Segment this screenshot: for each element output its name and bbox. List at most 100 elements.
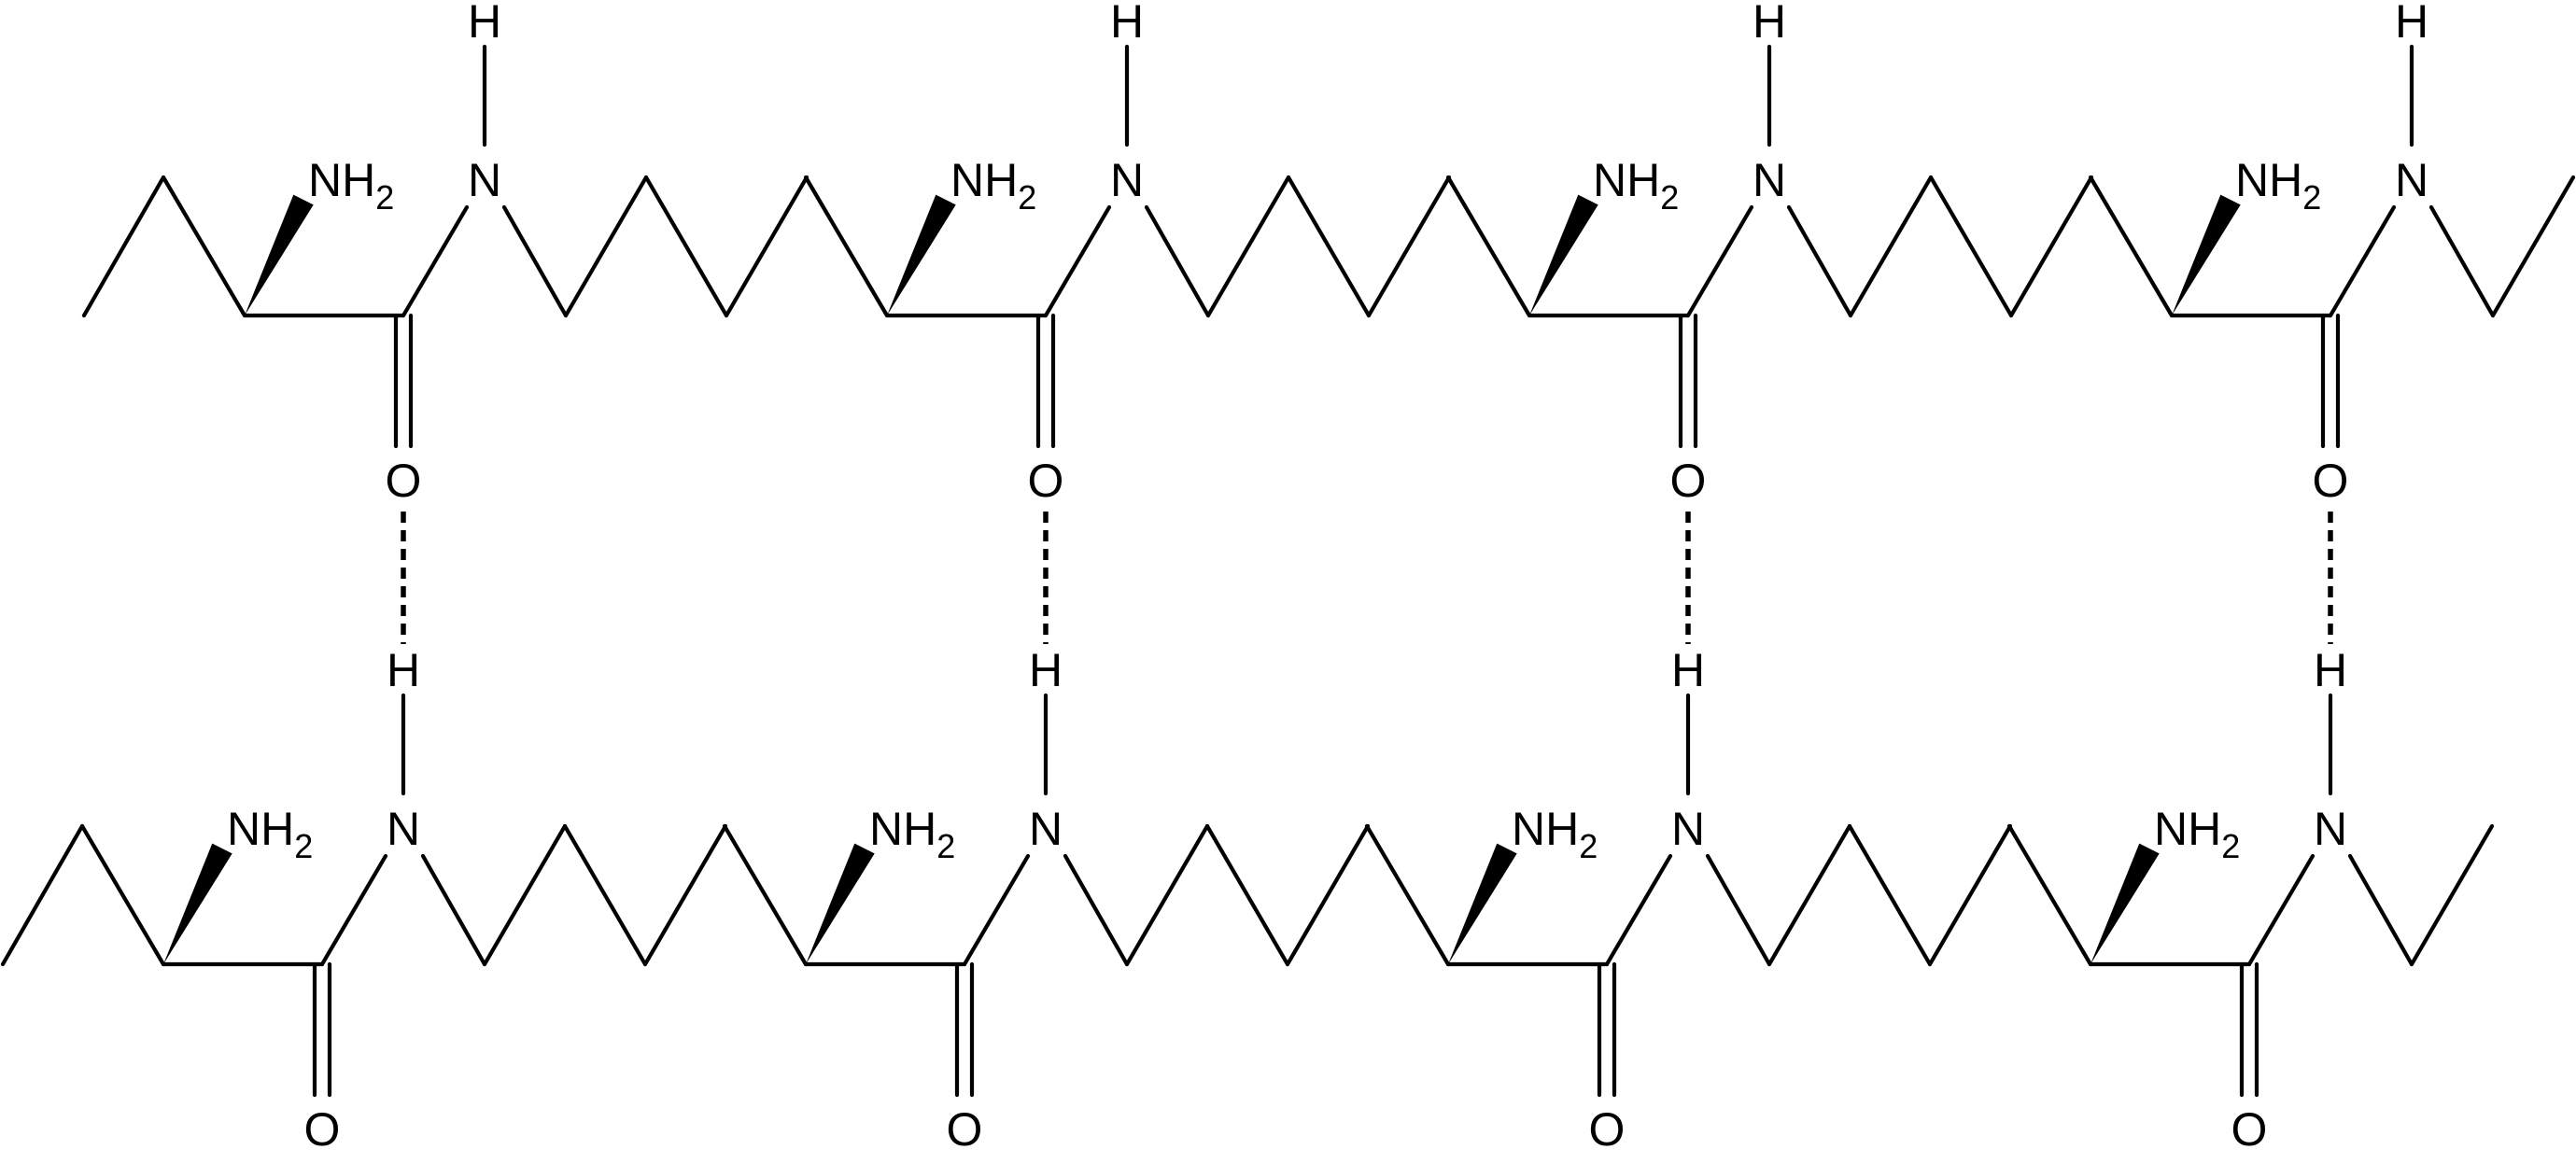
backbone-bond (2088, 175, 2175, 318)
amide-bond (1685, 204, 1754, 318)
backbone-bond (1204, 823, 1290, 967)
oxygen-atom: O (2231, 1103, 2268, 1150)
nitrogen-atom: N (2395, 154, 2428, 206)
backbone-bond (563, 175, 649, 318)
amide-bond (1043, 204, 1112, 318)
amine-label: NH2 (869, 803, 955, 865)
stereo-wedge-bond (163, 843, 232, 964)
amine-nh: NH (869, 803, 936, 855)
backbone-bond (1928, 175, 2014, 318)
amine-label: NH2 (2154, 803, 2240, 865)
stereo-wedge-bond (1529, 194, 1598, 316)
amine-nh: NH (308, 154, 375, 206)
amide-bond (1604, 853, 1673, 967)
hydrogen-atom: H (2395, 0, 2428, 48)
amine-label: NH2 (2235, 154, 2321, 217)
backbone-bond (642, 823, 728, 967)
amine-subscript: 2 (1018, 178, 1036, 217)
backbone-bond (1847, 823, 1933, 967)
oxygen-atom: O (947, 1103, 983, 1150)
amine-nh: NH (2235, 154, 2302, 206)
backbone-bond (2006, 823, 2093, 967)
hydrogen-atom: H (2314, 644, 2347, 696)
backbone-bond (79, 823, 166, 967)
backbone-bond (1786, 204, 1853, 318)
amine-subscript: 2 (1579, 827, 1598, 865)
oxygen-atom: O (1670, 455, 1707, 507)
backbone-bond (1286, 175, 1372, 318)
backbone-bond (2428, 204, 2496, 318)
oxygen-atom: O (1589, 1103, 1626, 1150)
backbone-bond (482, 823, 568, 967)
nitrogen-atom: N (468, 154, 501, 206)
amine-nh: NH (950, 154, 1018, 206)
backbone-bond (1144, 204, 1211, 318)
stereo-wedge-bond (2090, 843, 2160, 964)
backbone-bond (562, 823, 648, 967)
stereo-wedge-bond (245, 194, 314, 316)
backbone-bond (1063, 853, 1130, 967)
backbone-bond (1285, 823, 1371, 967)
amine-label: NH2 (227, 803, 313, 865)
amine-subscript: 2 (936, 827, 955, 865)
amine-subscript: 2 (2221, 827, 2240, 865)
hydrogen-atom: H (468, 0, 501, 48)
amine-subscript: 2 (1660, 178, 1679, 217)
oxygen-atom: O (304, 1103, 341, 1150)
nitrogen-atom: N (2314, 803, 2347, 855)
nitrogen-atom: N (387, 803, 420, 855)
oxygen-atom: O (1028, 455, 1064, 507)
backbone-bond (722, 823, 809, 967)
hydrogen-atom: H (1029, 644, 1063, 696)
backbone-bond (1445, 175, 1532, 318)
backbone-bond (1848, 175, 1934, 318)
hydrogen-atom: H (1753, 0, 1786, 48)
backbone-bond (1366, 175, 1452, 318)
oxygen-atom: O (2313, 455, 2349, 507)
nitrogen-atom: N (1029, 803, 1063, 855)
backbone-bond (2490, 175, 2576, 318)
oxygen-atom: O (386, 455, 422, 507)
backbone-bond (0, 823, 85, 967)
amide-bond (2328, 204, 2397, 318)
hydrogen-atom: H (1671, 644, 1705, 696)
amide-bond (319, 853, 388, 967)
amine-label: NH2 (1593, 154, 1679, 217)
amine-nh: NH (227, 803, 294, 855)
amine-nh: NH (2154, 803, 2221, 855)
nitrogen-atom: N (1753, 154, 1786, 206)
stereo-wedge-bond (2172, 194, 2241, 316)
stereo-wedge-bond (887, 194, 956, 316)
backbone-bond (2347, 853, 2414, 967)
nitrogen-atom: N (1110, 154, 1144, 206)
amine-label: NH2 (308, 154, 394, 217)
amine-subscript: 2 (375, 178, 394, 217)
backbone-bond (1705, 853, 1772, 967)
backbone-bond (1205, 175, 1291, 318)
backbone-bond (1124, 823, 1210, 967)
amine-subscript: 2 (294, 827, 313, 865)
backbone-bond (1364, 823, 1451, 967)
backbone-bond (724, 175, 809, 318)
stereo-wedge-bond (806, 843, 875, 964)
backbone-bond (2008, 175, 2094, 318)
backbone-bond (803, 175, 890, 318)
backbone-bond (643, 175, 729, 318)
backbone-bond (161, 175, 247, 318)
stereo-wedge-bond (1448, 843, 1517, 964)
backbone-bond (501, 204, 569, 318)
backbone-bond (1767, 823, 1852, 967)
backbone-bond (1927, 823, 2013, 967)
backbone-bond (420, 853, 487, 967)
amide-bond (2246, 853, 2316, 967)
hydrogen-atom: H (1110, 0, 1144, 48)
amine-subscript: 2 (2302, 178, 2321, 217)
amine-label: NH2 (950, 154, 1036, 217)
amine-nh: NH (1512, 803, 1579, 855)
amide-bond (962, 853, 1031, 967)
amide-bond (401, 204, 470, 318)
hydrogen-atom: H (387, 644, 420, 696)
nitrogen-atom: N (1671, 803, 1705, 855)
backbone-bond (81, 175, 166, 318)
